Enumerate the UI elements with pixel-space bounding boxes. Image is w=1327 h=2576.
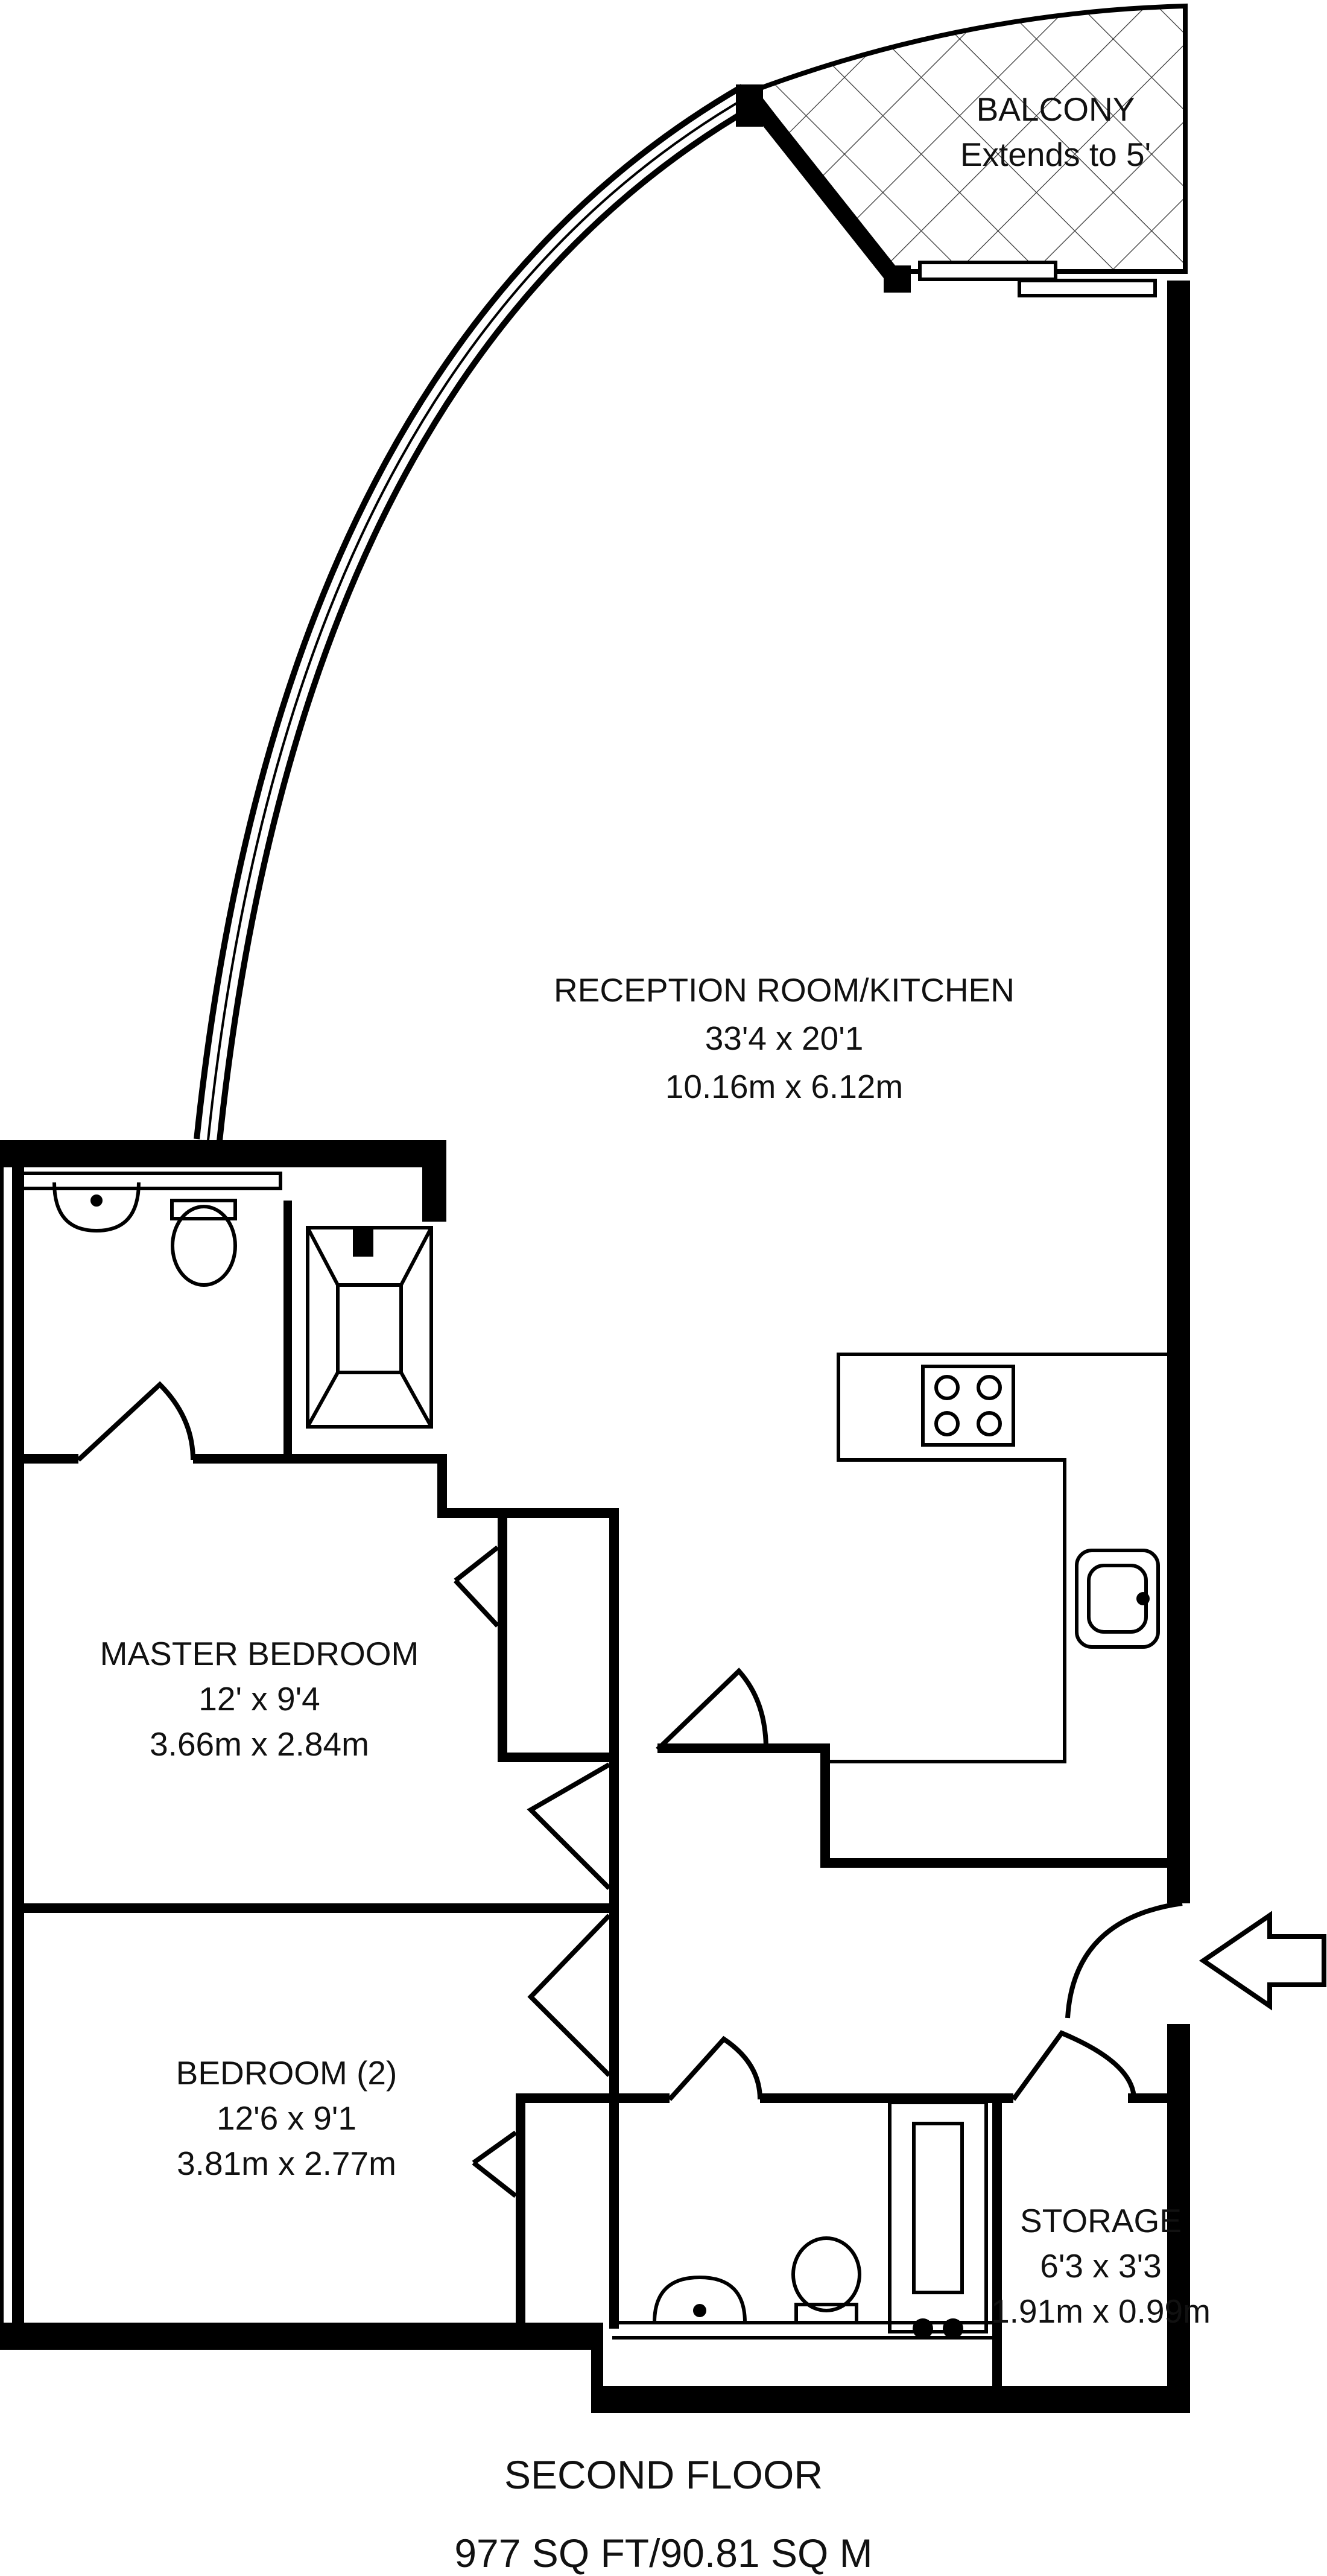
floor-area: 977 SQ FT/90.81 SQ M bbox=[454, 2531, 872, 2575]
master-label: MASTER BEDROOM 12' x 9'4 3.66m x 2.84m bbox=[100, 1635, 419, 1763]
balcony-note: Extends to 5' bbox=[960, 136, 1151, 173]
bathroom-basin bbox=[612, 2275, 992, 2340]
ensuite-toilet bbox=[170, 1199, 237, 1287]
bedroom2-imperial: 12'6 x 9'1 bbox=[217, 2099, 356, 2137]
bathroom-toilet bbox=[791, 2236, 861, 2324]
bedroom2-metric: 3.81m x 2.77m bbox=[177, 2145, 396, 2182]
balcony-label: BALCONY Extends to 5' bbox=[960, 90, 1151, 173]
reception-label: RECEPTION ROOM/KITCHEN 33'4 x 20'1 10.16… bbox=[554, 971, 1015, 1105]
kitchen-sink bbox=[1075, 1549, 1160, 1649]
reception-metric: 10.16m x 6.12m bbox=[665, 1068, 903, 1105]
kitchen-counter bbox=[826, 1353, 1167, 1763]
floor-title: SECOND FLOOR bbox=[504, 2452, 823, 2497]
storage-label: STORAGE 6'3 x 3'3 1.91m x 0.99m bbox=[991, 2202, 1211, 2330]
bedroom2-name: BEDROOM (2) bbox=[176, 2054, 397, 2092]
storage-metric: 1.91m x 0.99m bbox=[991, 2292, 1211, 2330]
reception-name: RECEPTION ROOM/KITCHEN bbox=[554, 971, 1015, 1009]
master-name: MASTER BEDROOM bbox=[100, 1635, 419, 1672]
balcony bbox=[750, 3, 1188, 297]
bathtub bbox=[888, 2101, 988, 2339]
exterior-walls bbox=[0, 281, 1190, 2413]
master-metric: 3.66m x 2.84m bbox=[150, 1725, 369, 1763]
storage-name: STORAGE bbox=[1020, 2202, 1182, 2239]
storage-imperial: 6'3 x 3'3 bbox=[1040, 2247, 1161, 2285]
balcony-name: BALCONY bbox=[977, 90, 1135, 128]
interior-walls bbox=[18, 1201, 1176, 2395]
reception-imperial: 33'4 x 20'1 bbox=[705, 1020, 864, 1057]
ensuite-basin bbox=[16, 1172, 282, 1233]
doors bbox=[77, 1381, 1183, 2198]
arrow-left-icon bbox=[1199, 1911, 1326, 2011]
curved-window-wall bbox=[194, 84, 911, 1142]
bedroom2-label: BEDROOM (2) 12'6 x 9'1 3.81m x 2.77m bbox=[176, 2054, 397, 2182]
master-imperial: 12' x 9'4 bbox=[198, 1680, 320, 1718]
hob bbox=[921, 1365, 1015, 1447]
shower-tray bbox=[306, 1226, 433, 1429]
